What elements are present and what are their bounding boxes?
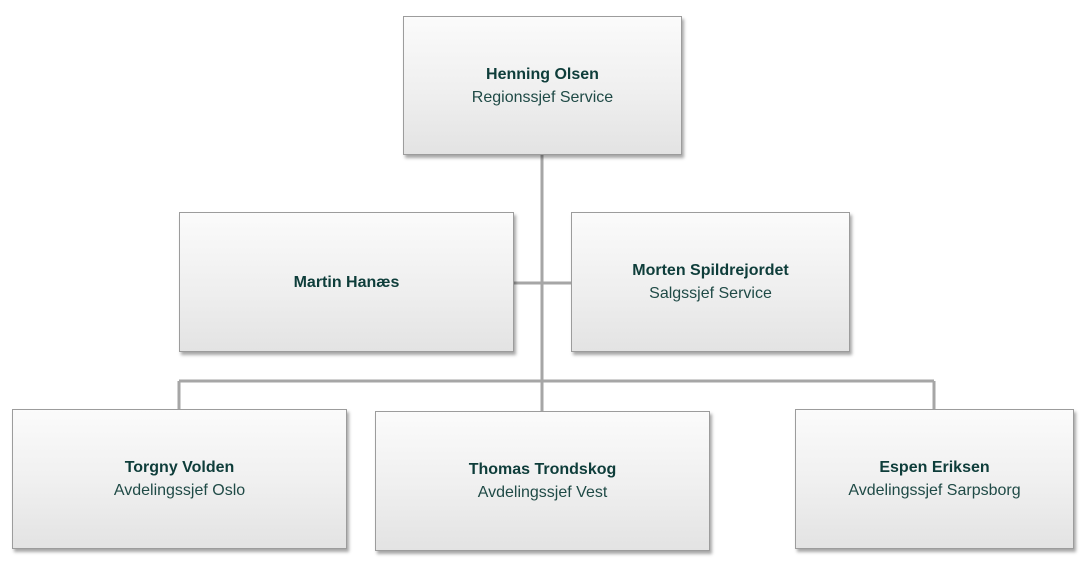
node-title: Avdelingssjef Sarpsborg	[848, 482, 1021, 499]
node-title: Avdelingssjef Vest	[477, 484, 608, 501]
node-name: Thomas Trondskog	[468, 461, 617, 478]
node-henning-olsen: Henning Olsen Regionssjef Service	[403, 16, 682, 155]
node-thomas-trondskog: Thomas Trondskog Avdelingssjef Vest	[375, 411, 710, 551]
node-title: Regionssjef Service	[471, 88, 614, 106]
node-martin-hanaes: Martin Hanæs	[179, 212, 514, 352]
node-name: Espen Eriksen	[879, 459, 990, 476]
node-title: Salgssjef Service	[649, 285, 772, 302]
node-name: Torgny Volden	[124, 459, 235, 476]
node-title: Avdelingssjef Oslo	[113, 482, 246, 499]
node-torgny-volden: Torgny Volden Avdelingssjef Oslo	[12, 409, 347, 549]
node-espen-eriksen: Espen Eriksen Avdelingssjef Sarpsborg	[795, 409, 1074, 549]
node-name: Martin Hanæs	[293, 273, 400, 291]
node-morten-spildrejordet: Morten Spildrejordet Salgssjef Service	[571, 212, 850, 352]
node-name: Henning Olsen	[486, 65, 599, 83]
node-name: Morten Spildrejordet	[632, 262, 789, 279]
